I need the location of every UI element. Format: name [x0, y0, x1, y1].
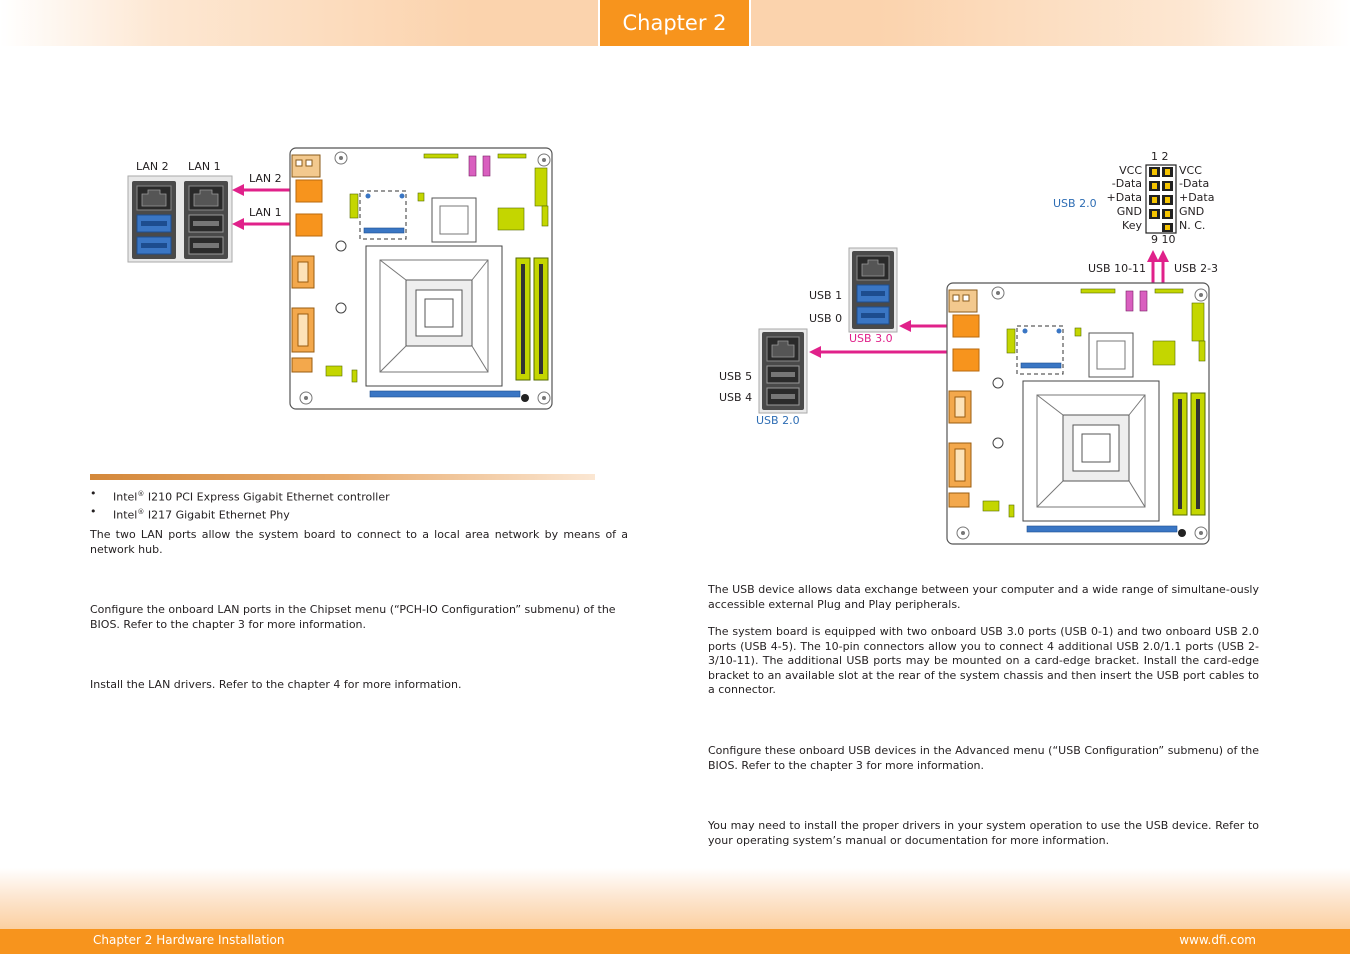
- usb-driver-installation: You may need to install the proper drive…: [708, 819, 1259, 847]
- chapter-tab: Chapter 2: [598, 0, 751, 46]
- usb1-label: USB 1: [809, 289, 843, 302]
- header-top-pins: 1 2: [1151, 150, 1169, 163]
- usb-description: The USB device allows data exchange betw…: [708, 583, 1259, 611]
- usb10-11-label: USB 10-11: [1088, 262, 1147, 275]
- usb20-header-label: USB 2.0: [1053, 197, 1097, 210]
- usb20-rear-label: USB 2.0: [756, 414, 800, 427]
- pin-right-4: N. C.: [1179, 219, 1206, 232]
- lan-bios-setting: Configure the onboard LAN ports in the C…: [90, 603, 616, 631]
- usb30-rear-port-stack: [848, 247, 898, 333]
- lan1-port-label: LAN 1: [188, 160, 221, 173]
- lan-description: The two LAN ports allow the system board…: [90, 528, 628, 556]
- usb20-rear-port-stack: [758, 328, 808, 414]
- footer-website-link[interactable]: www.dfi.com: [1179, 933, 1256, 947]
- lan1-pointer-label: LAN 1: [249, 206, 282, 219]
- lan-feature-item: Intel® I217 Gigabit Ethernet Phy: [90, 505, 390, 523]
- lan-rear-ports-illustration: [127, 175, 233, 263]
- usb-motherboard-diagram: [946, 282, 1210, 545]
- lan-pointer-arrows: [232, 184, 296, 230]
- usb-header-pinout-diagram: [1145, 164, 1177, 234]
- usb-ports-info: The system board is equipped with two on…: [708, 625, 1259, 696]
- usb5-label: USB 5: [719, 370, 753, 383]
- usb2-3-label: USB 2-3: [1174, 262, 1219, 275]
- section-divider: [90, 474, 595, 480]
- footer-chapter-title: Chapter 2 Hardware Installation: [93, 933, 285, 947]
- lan-driver-installation: Install the LAN drivers. Refer to the ch…: [90, 678, 462, 691]
- lan1-port-stack: [184, 181, 228, 259]
- footer-bar: Chapter 2 Hardware Installation www.dfi.…: [0, 929, 1350, 954]
- lan-feature-item: Intel® I210 PCI Express Gigabit Ethernet…: [90, 487, 390, 505]
- pin-left-2: +Data: [1106, 191, 1142, 204]
- pin-left-1: -Data: [1111, 177, 1142, 190]
- pin-right-1: -Data: [1179, 177, 1210, 190]
- pin-right-3: GND: [1179, 205, 1205, 218]
- lan-feature-list: Intel® I210 PCI Express Gigabit Ethernet…: [90, 487, 390, 522]
- usb4-label: USB 4: [719, 391, 753, 404]
- usb30-label: USB 3.0: [849, 332, 893, 345]
- pin-right-0: VCC: [1179, 164, 1202, 177]
- lan2-port-label: LAN 2: [136, 160, 169, 173]
- usb0-label: USB 0: [809, 312, 843, 325]
- header-bottom-pins: 9 10: [1151, 233, 1176, 246]
- lan2-pointer-label: LAN 2: [249, 172, 282, 185]
- lan2-port-stack: [132, 181, 176, 259]
- footer-band: [0, 868, 1350, 930]
- pin-right-2: +Data: [1179, 191, 1215, 204]
- usb-bios-setting: Configure these onboard USB devices in t…: [708, 744, 1259, 772]
- pin-left-3: GND: [1116, 205, 1142, 218]
- pin-left-0: VCC: [1119, 164, 1142, 177]
- lan-motherboard-diagram: [289, 147, 553, 410]
- pin-left-4: Key: [1122, 219, 1142, 232]
